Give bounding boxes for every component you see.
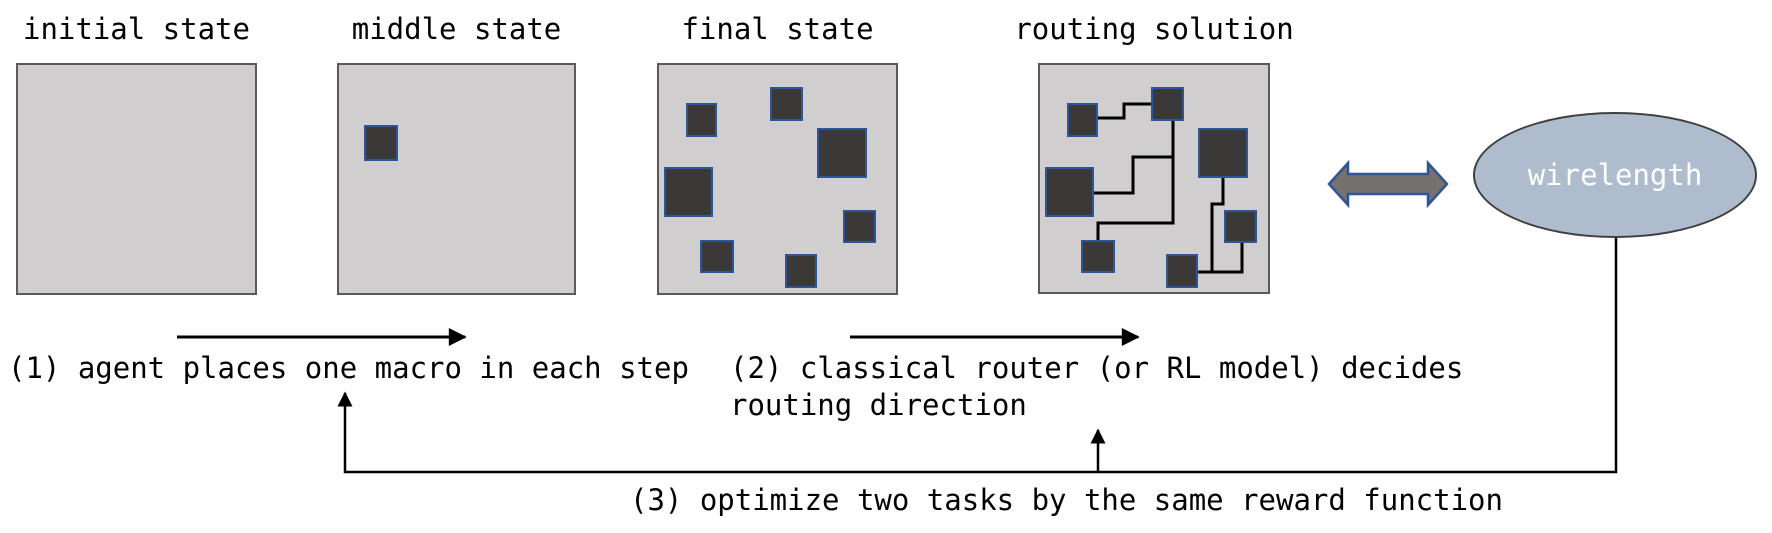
macro-block xyxy=(1067,103,1098,137)
macro-block xyxy=(686,103,717,137)
panel-routing-solution xyxy=(1038,63,1270,294)
macro-block xyxy=(843,210,876,243)
macro-block xyxy=(1045,167,1094,217)
macro-block xyxy=(1081,240,1115,273)
wirelength-node: wirelength xyxy=(1473,112,1757,238)
panel-label-routing-solution: routing solution xyxy=(1014,12,1294,46)
panel-final-state xyxy=(657,63,898,295)
macro-block xyxy=(785,254,817,288)
panel-label-final-state: final state xyxy=(681,12,874,46)
panel-initial-state xyxy=(16,63,257,295)
panel-label-initial-state: initial state xyxy=(23,12,250,46)
step-3-caption: (3) optimize two tasks by the same rewar… xyxy=(630,483,1503,517)
macro-block xyxy=(1151,87,1184,121)
panel-middle-state xyxy=(337,63,576,295)
macro-block xyxy=(664,167,713,217)
step-2-caption: (2) classical router (or RL model) decid… xyxy=(730,351,1464,422)
step-1-caption: (1) agent places one macro in each step xyxy=(8,351,689,385)
wirelength-label: wirelength xyxy=(1527,158,1703,192)
panel-label-middle-state: middle state xyxy=(351,12,562,46)
bidirectional-arrow xyxy=(1327,159,1449,209)
macro-block xyxy=(817,128,867,178)
macro-block xyxy=(770,87,803,121)
macro-block xyxy=(1224,210,1257,243)
macro-block xyxy=(1198,128,1248,178)
macro-block xyxy=(1166,254,1198,288)
macro-block xyxy=(364,125,398,161)
macro-block xyxy=(700,240,734,273)
